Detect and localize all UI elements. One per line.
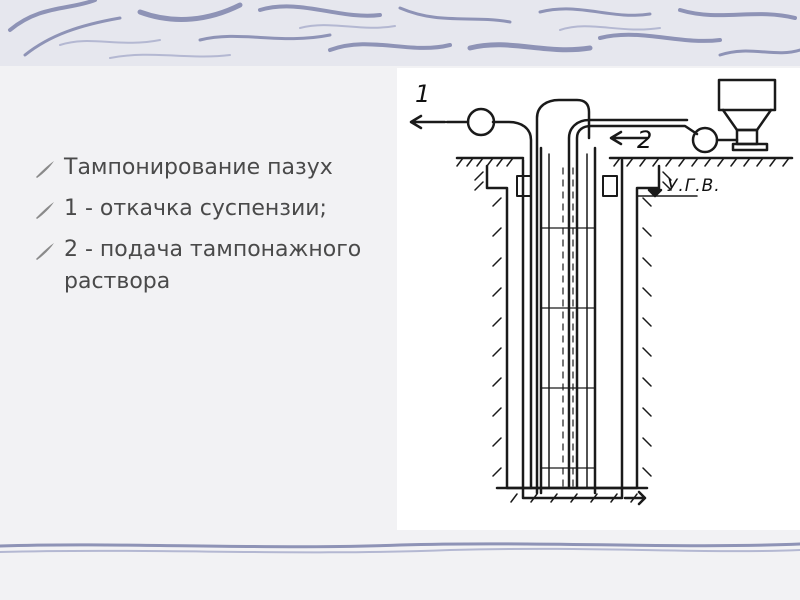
diagram-drawing [409, 78, 794, 506]
bullet-text: 2 - подача тампонажного раствора [64, 237, 362, 294]
bullet-item: Тампонирование пазух [34, 152, 364, 184]
center-dashed-line [562, 167, 574, 489]
pipe-1-suction [535, 98, 591, 495]
pump-2 [691, 126, 719, 154]
bottom-arrow [623, 490, 647, 506]
quill-bullet-icon [36, 243, 54, 260]
bullet-item: 1 - откачка суспензии; [34, 193, 364, 225]
decorative-bottom-strip [0, 542, 800, 554]
ground-hatching [456, 157, 790, 167]
pump-1 [466, 107, 496, 137]
collar-left [516, 175, 532, 197]
hopper-base [731, 142, 769, 152]
bullet-item: 2 - подача тампонажного раствора [34, 234, 364, 298]
hopper-funnel [721, 108, 773, 132]
hopper-box [717, 78, 777, 112]
arrow-1 [409, 114, 447, 130]
well-tamponing-diagram: 1 2 У.Г.В. [397, 68, 800, 530]
decorative-banner [0, 0, 800, 66]
diagram-label-1: 1 [415, 80, 431, 108]
diagram-label-2: 2 [637, 126, 653, 154]
diagram-label-water-level: У.Г.В. [667, 176, 721, 196]
collar-right [602, 175, 618, 197]
bullet-text: Тампонирование пазух [64, 155, 333, 180]
pipe-1-branch [491, 120, 533, 490]
quill-bullet-icon [36, 202, 54, 219]
hopper-outlet [735, 128, 759, 146]
arrow-2 [609, 130, 649, 146]
bullet-text: 1 - откачка суспензии; [64, 196, 327, 221]
pipe-2-inner [567, 118, 689, 490]
bullet-list: Тампонирование пазух 1 - откачка суспенз… [34, 152, 364, 307]
quill-bullet-icon [36, 161, 54, 178]
pipe-2-feed [575, 124, 699, 490]
water-level-marker [647, 188, 663, 198]
trench-wall-left [521, 158, 624, 500]
